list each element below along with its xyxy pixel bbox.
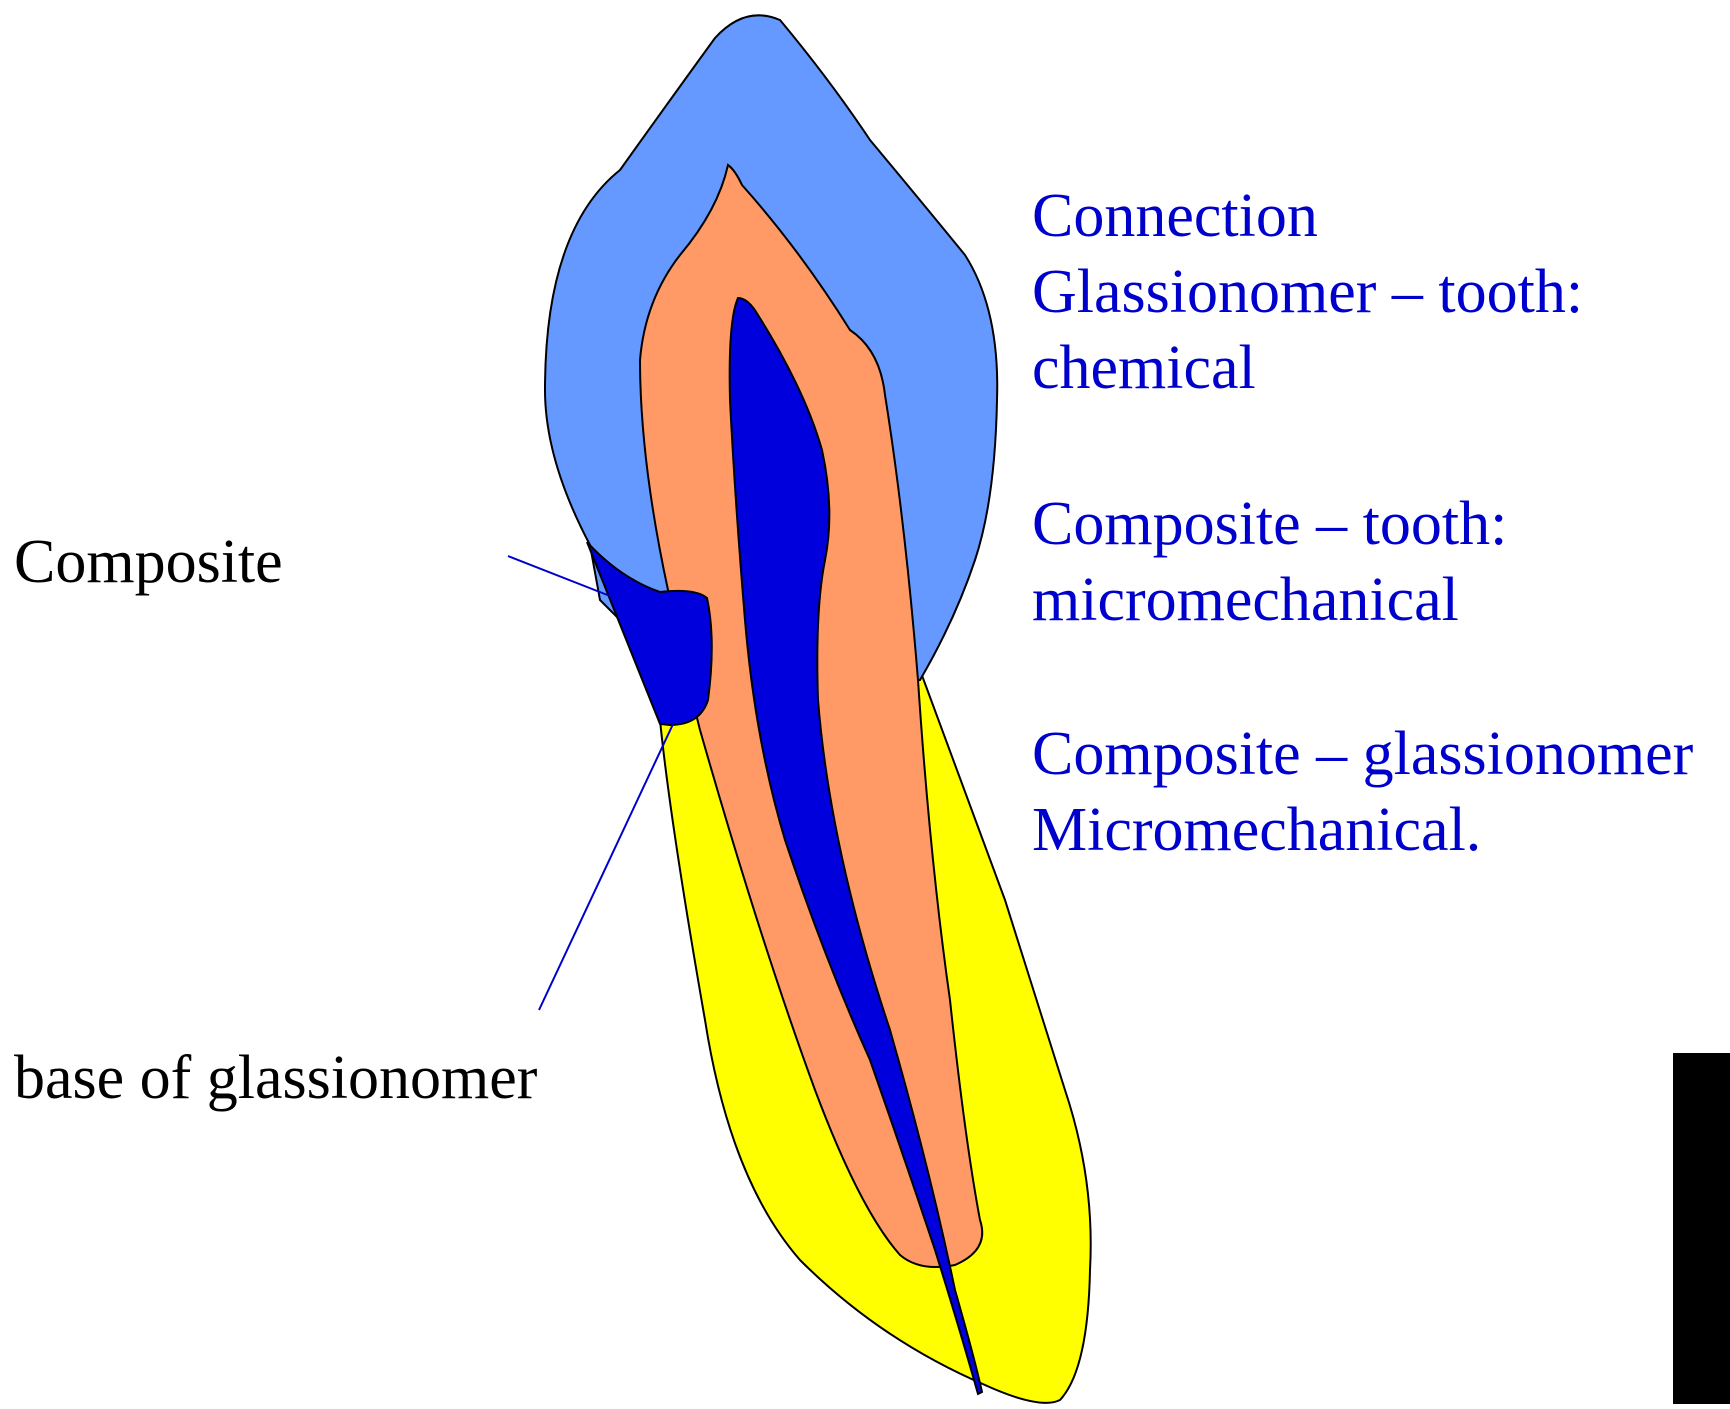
composite-glassionomer-line-2: Micromechanical. xyxy=(1032,792,1693,868)
glassionomer-tooth-line-1: Glassionomer – tooth: xyxy=(1032,254,1583,330)
glassionomer-tooth-line-2: chemical xyxy=(1032,330,1583,406)
composite-tooth-line-2: micromechanical xyxy=(1032,562,1507,638)
connection-composite-glassionomer: Composite – glassionomer Micromechanical… xyxy=(1032,716,1693,868)
composite-tooth-line-1: Composite – tooth: xyxy=(1032,486,1507,562)
composite-glassionomer-line-1: Composite – glassionomer xyxy=(1032,716,1693,792)
connection-composite-tooth: Composite – tooth: micromechanical xyxy=(1032,486,1507,638)
connection-glassionomer-tooth: Connection Glassionomer – tooth: chemica… xyxy=(1032,178,1583,406)
base-of-glassionomer-label: base of glassionomer xyxy=(14,1040,537,1116)
base-leader-line xyxy=(539,722,674,1010)
connection-heading: Connection xyxy=(1032,178,1583,254)
black-bar xyxy=(1673,1053,1730,1404)
composite-label: Composite xyxy=(14,524,283,600)
